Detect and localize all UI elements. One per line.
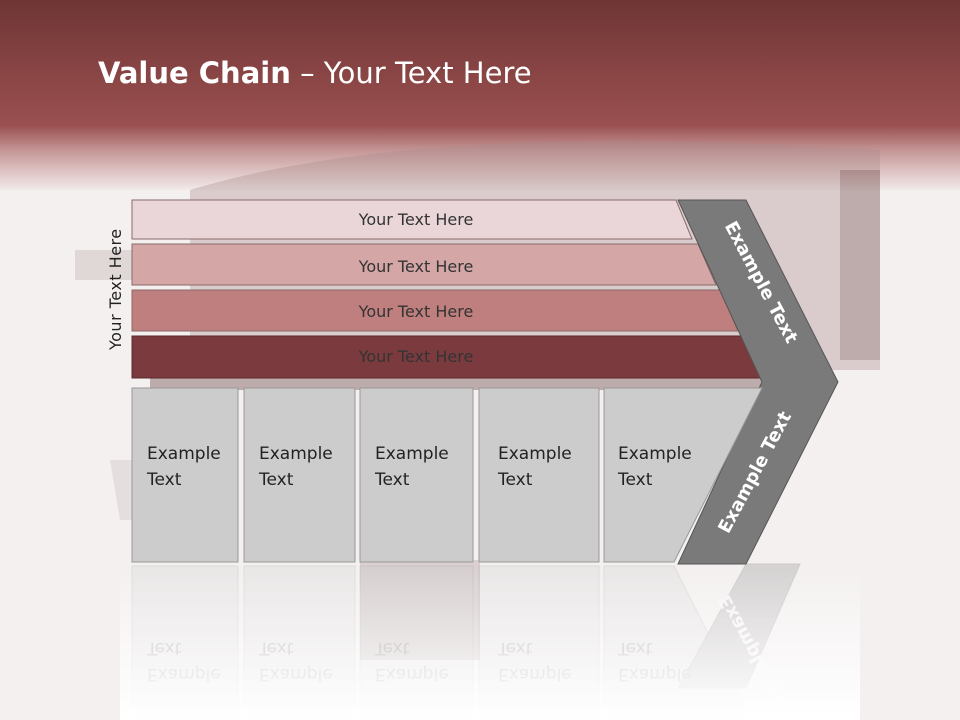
bar-2-label: Your Text Here xyxy=(358,257,474,276)
box-5: Example Text xyxy=(603,387,763,563)
box-5-line1: Example xyxy=(618,444,692,464)
title-bold: Value Chain xyxy=(98,56,291,90)
box-2-line1: Example xyxy=(259,444,333,464)
box-5-shape xyxy=(603,387,763,563)
bar-4-label: Your Text Here xyxy=(358,347,474,366)
box-1-line1: Example xyxy=(147,444,221,464)
reflection-fade xyxy=(120,566,860,720)
box-4-line1: Example xyxy=(498,444,572,464)
box-5-line2: Text xyxy=(617,470,653,490)
title-rest: – Your Text Here xyxy=(290,56,532,90)
bar-3: Your Text Here xyxy=(131,289,739,332)
box-3-shape xyxy=(359,387,474,563)
box-1-line2: Text xyxy=(146,470,182,490)
bar-1-label: Your Text Here xyxy=(358,210,474,229)
box-4-shape xyxy=(478,387,600,563)
bar-1-shape xyxy=(131,199,693,240)
box-4: Example Text xyxy=(478,387,600,563)
box-4-line2: Text xyxy=(497,470,533,490)
bar-2: Your Text Here xyxy=(131,243,717,286)
page-title: Value Chain – Your Text Here xyxy=(98,56,532,90)
box-1: Example Text xyxy=(131,387,239,563)
box-2: Example Text xyxy=(243,387,356,563)
box-3: Example Text xyxy=(359,387,474,563)
box-2-shape xyxy=(243,387,356,563)
box-1-shape xyxy=(131,387,239,563)
box-2-line2: Text xyxy=(258,470,294,490)
bar-4: Your Text Here xyxy=(131,335,763,379)
bar-1: Your Text Here xyxy=(131,199,693,240)
box-3-line1: Example xyxy=(375,444,449,464)
box-3-line2: Text xyxy=(374,470,410,490)
bar-3-label: Your Text Here xyxy=(358,302,474,321)
chevron-arrow xyxy=(677,199,839,565)
header-band xyxy=(0,0,960,190)
bar-2-shape xyxy=(131,243,717,286)
